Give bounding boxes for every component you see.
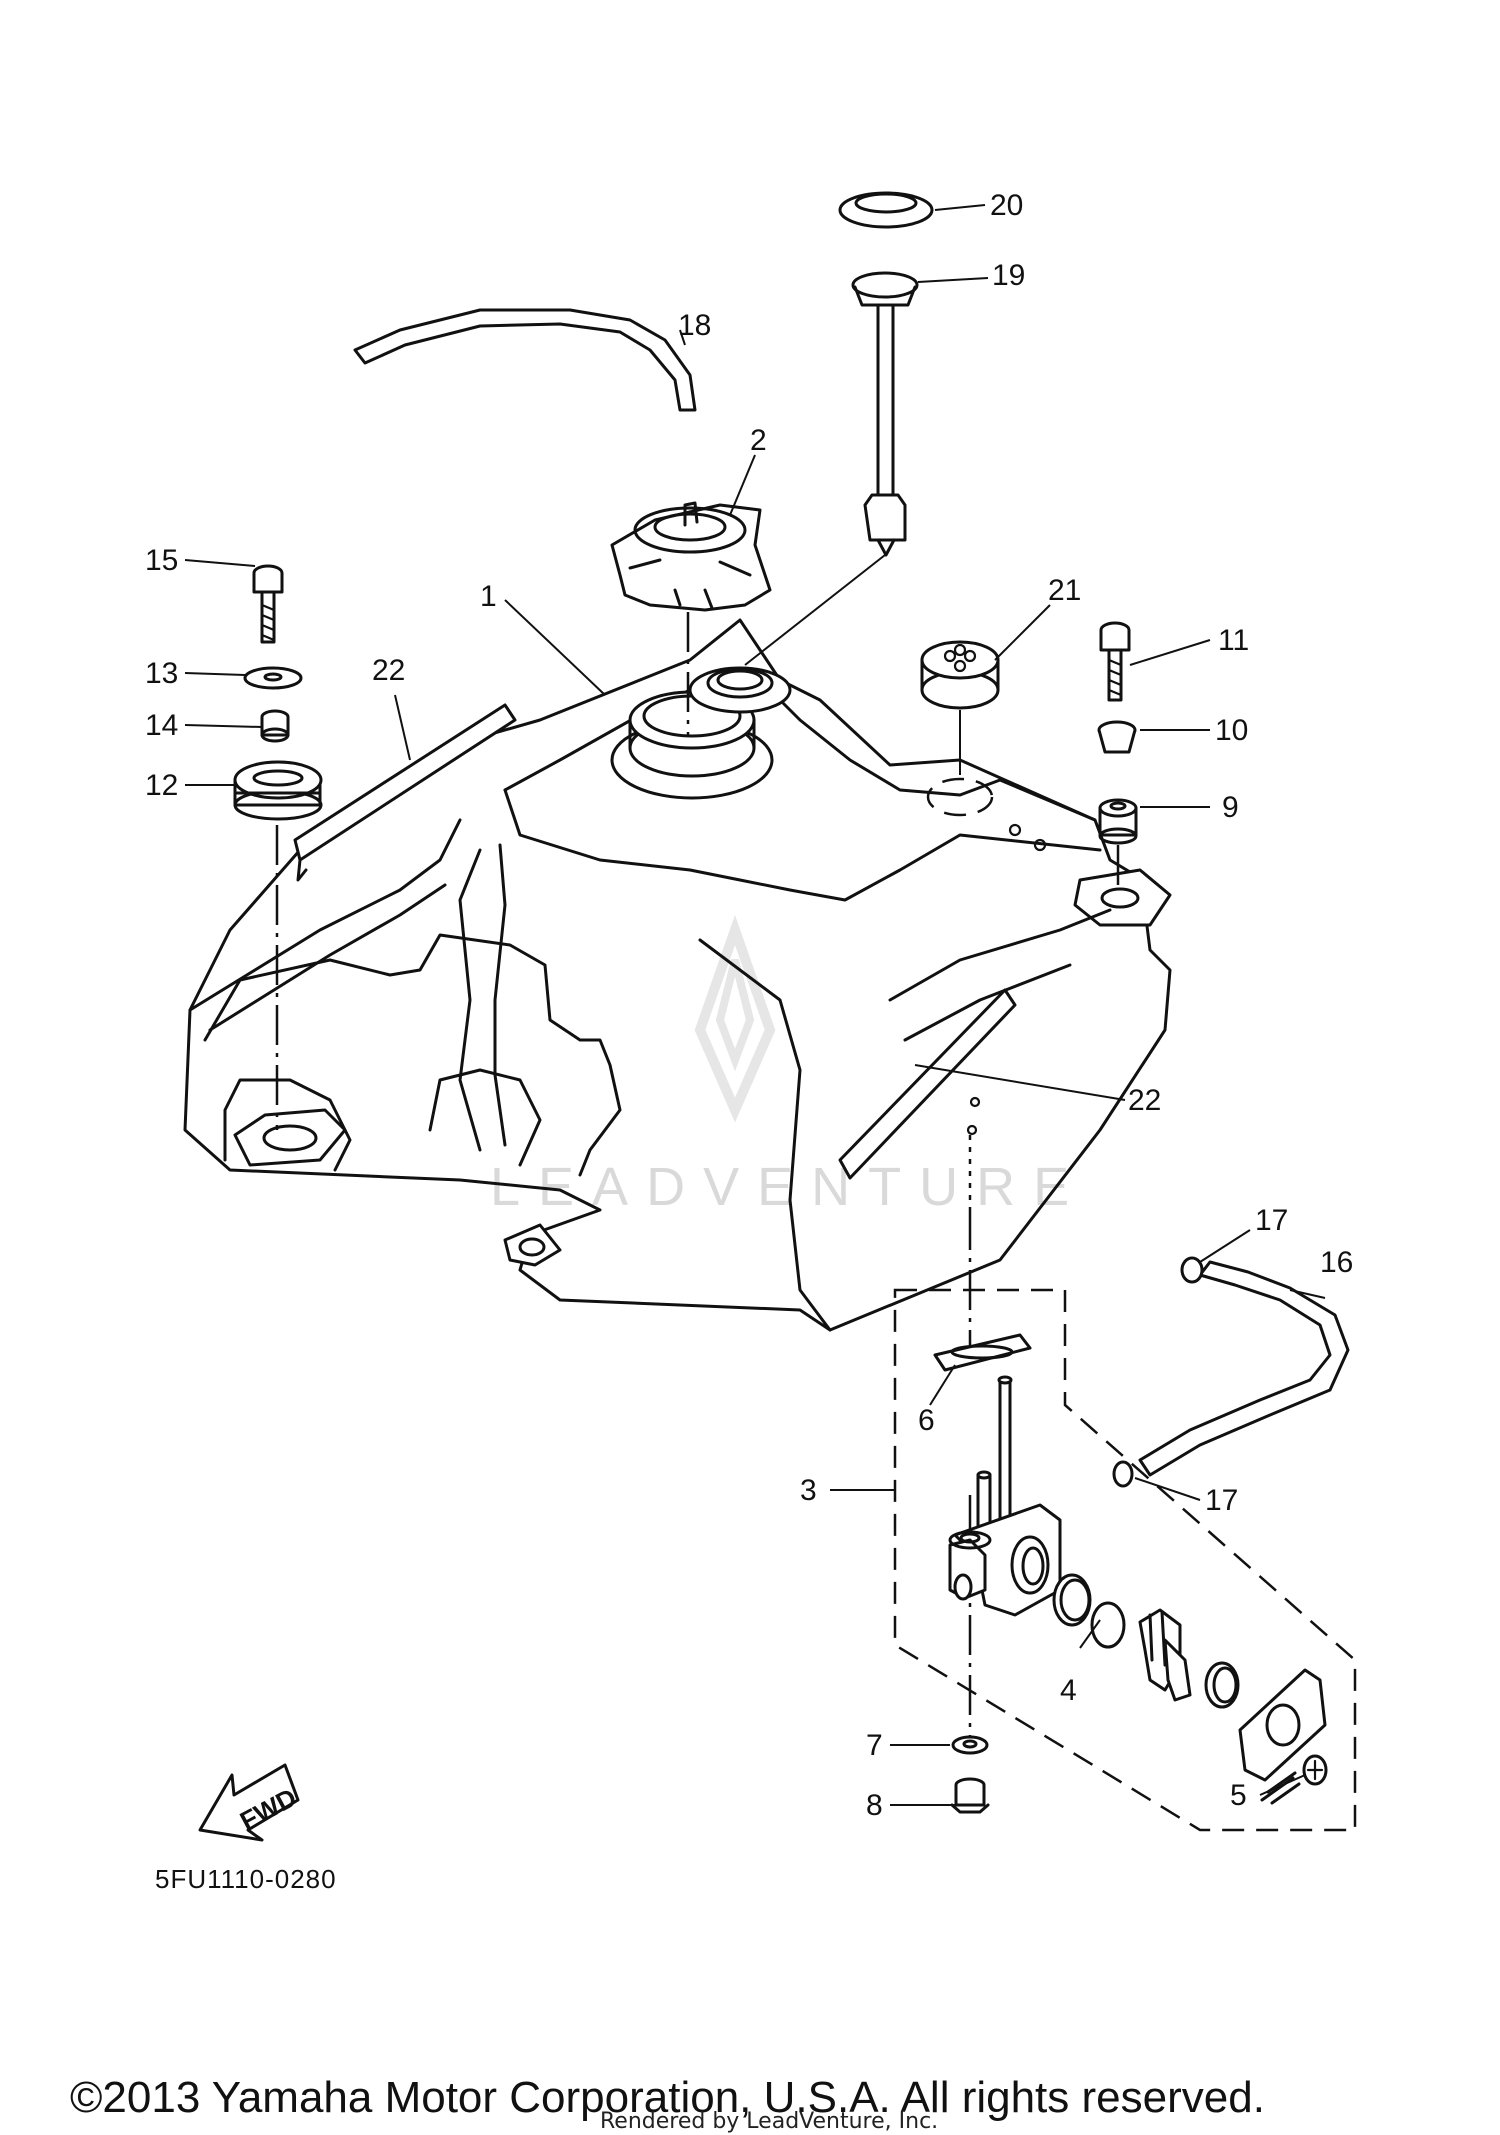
leader-4	[1079, 1619, 1101, 1649]
callout-9: 9	[1222, 791, 1239, 824]
rendered-by-credit: Rendered by LeadVenture, Inc.	[600, 2109, 938, 2134]
fuel-cock-kit-boundary	[893, 1288, 1357, 1832]
callout-13: 13	[145, 657, 178, 690]
collar-10	[1097, 720, 1137, 754]
copyright-notice: ©2013 Yamaha Motor Corporation, U.S.A. A…	[70, 2073, 1265, 2122]
fuel-hose	[1138, 1260, 1350, 1477]
callout-2: 2	[750, 424, 767, 457]
diagram-code: 5FU1110-0280	[155, 1864, 337, 1894]
hose-clip-lower	[1112, 1460, 1134, 1488]
watermark-text: LEADVENTURE	[490, 1157, 1087, 1217]
callout-21: 21	[1048, 574, 1081, 607]
leader-1	[504, 599, 606, 696]
callout-16: 16	[1320, 1246, 1353, 1279]
leader-19	[917, 277, 989, 283]
leader-22a	[394, 694, 411, 761]
sender-gasket-ring	[838, 191, 934, 229]
callout-19: 19	[992, 259, 1025, 292]
damper-12	[233, 760, 323, 821]
collar-14	[260, 709, 290, 743]
fuel-cap	[610, 501, 772, 612]
washer-13	[243, 666, 303, 690]
callout-4: 4	[1060, 1674, 1077, 1707]
leader-14	[184, 724, 263, 728]
sender-centerline	[744, 554, 886, 666]
callout-17-upper: 17	[1255, 1204, 1288, 1237]
tank-sender-opening	[688, 666, 792, 714]
leader-17a	[1199, 1229, 1251, 1263]
leader-21	[994, 604, 1051, 661]
drain-bolt-8	[950, 1777, 990, 1814]
callout-22-upper: 22	[372, 654, 405, 687]
leader-5	[1259, 1774, 1306, 1796]
leader-20	[934, 204, 986, 211]
tank-grommet	[920, 640, 1000, 710]
leader-17b	[1134, 1477, 1201, 1501]
vent-hose	[353, 308, 697, 412]
callout-18: 18	[678, 309, 711, 342]
cock-lever	[1138, 1608, 1192, 1702]
tank-filler-neck	[610, 690, 774, 800]
callout-17-lower: 17	[1205, 1484, 1238, 1517]
strainer-gasket-6	[933, 1333, 1032, 1372]
fuel-tank	[183, 618, 1172, 1332]
callout-7: 7	[866, 1729, 883, 1762]
callout-11: 11	[1218, 624, 1249, 657]
leader-2	[729, 454, 756, 516]
leader-15	[184, 559, 256, 567]
callout-5: 5	[1230, 1779, 1247, 1812]
callout-10: 10	[1215, 714, 1248, 747]
callout-20: 20	[990, 189, 1023, 222]
leader-6	[929, 1364, 956, 1406]
leader-11	[1129, 639, 1211, 666]
callout-1: 1	[480, 580, 497, 613]
tank-pad-right	[838, 988, 1017, 1180]
bolt-11	[1099, 621, 1131, 702]
leader-16	[1289, 1289, 1326, 1299]
leadventure-logo-icon	[694, 914, 776, 1123]
callout-6: 6	[918, 1404, 935, 1437]
forward-direction-arrow-icon: FWD	[198, 1763, 301, 1842]
leader-18	[679, 329, 686, 346]
o-ring-4	[1052, 1573, 1126, 1649]
hose-clip-upper	[1180, 1256, 1204, 1284]
damper-9	[1098, 798, 1138, 845]
o-ring-small	[1204, 1661, 1240, 1709]
callout-15: 15	[145, 544, 178, 577]
bolt-15	[252, 564, 284, 644]
washer-7	[951, 1735, 989, 1755]
callout-8: 8	[866, 1789, 883, 1822]
fuel-cock	[948, 1375, 1062, 1617]
callout-14: 14	[145, 709, 178, 742]
callout-3: 3	[800, 1474, 817, 1507]
leader-13	[184, 672, 246, 676]
callout-22-lower: 22	[1128, 1084, 1161, 1117]
cock-cover-plate	[1238, 1668, 1327, 1782]
fuel-sender-unit	[851, 271, 919, 557]
tank-pad-left	[293, 703, 517, 882]
callout-12: 12	[145, 769, 178, 802]
leader-22b	[914, 1064, 1126, 1101]
